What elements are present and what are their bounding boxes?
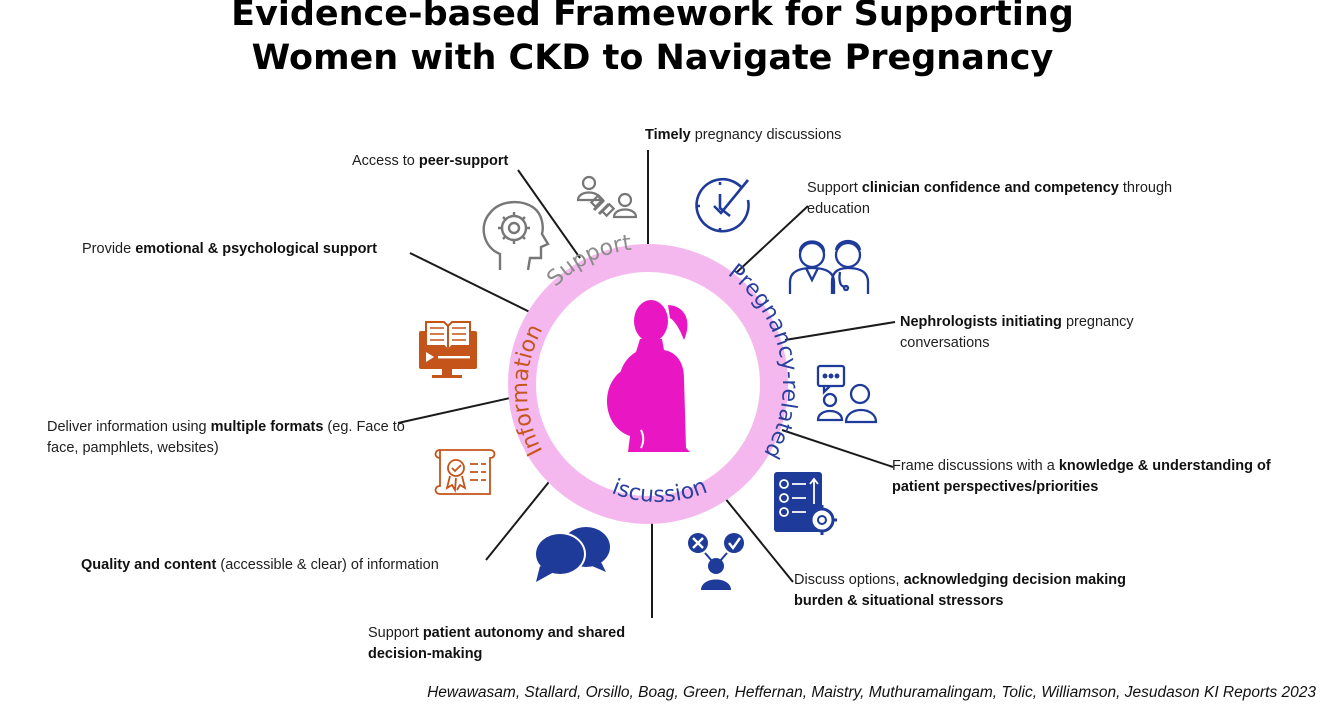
label-autonomy: Support patient autonomy and shared deci… bbox=[368, 625, 626, 662]
doctors-icon bbox=[788, 239, 870, 294]
peer-support-people-icon bbox=[576, 175, 638, 219]
title: Evidence-based Framework for Supporting … bbox=[0, 0, 1305, 80]
pregnant-woman-icon bbox=[606, 300, 690, 452]
citation: Hewawasam, Stallard, Orsillo, Boag, Gree… bbox=[427, 684, 1316, 701]
label-formats: Deliver information using multiple forma… bbox=[47, 419, 405, 456]
book-screen-icon bbox=[419, 321, 477, 378]
label-options: Discuss options, acknowledging decision … bbox=[794, 572, 1126, 609]
label-clinician: Support clinician confidence and compete… bbox=[807, 180, 1173, 217]
clock-check-icon bbox=[695, 177, 750, 233]
label-peer-support: Access to peer-support bbox=[352, 153, 509, 169]
line-nephro bbox=[784, 321, 896, 341]
speech-bubbles-icon bbox=[534, 527, 610, 582]
framework-ring bbox=[508, 244, 788, 524]
line-emotional bbox=[409, 252, 551, 323]
chat-people-icon bbox=[816, 364, 878, 424]
certificate-icon bbox=[434, 449, 496, 495]
label-nephrologists: Nephrologists initiating pregnancy conve… bbox=[900, 314, 1134, 351]
line-clinician bbox=[735, 205, 809, 274]
silhouette-detail bbox=[640, 429, 645, 449]
label-timely: Timely pregnancy discussions bbox=[645, 127, 842, 143]
label-frame: Frame discussions with a knowledge & und… bbox=[892, 458, 1271, 495]
line-options bbox=[719, 491, 794, 583]
title-line-1: Evidence-based Framework for Supporting bbox=[231, 0, 1074, 34]
head-gears-icon bbox=[482, 200, 550, 271]
line-frame bbox=[781, 429, 894, 468]
line-peer bbox=[517, 169, 581, 259]
line-formats bbox=[397, 397, 511, 424]
label-emotional: Provide emotional & psychological suppor… bbox=[82, 241, 377, 257]
title-line-2: Women with CKD to Navigate Pregnancy bbox=[251, 38, 1054, 78]
decision-person-icon bbox=[688, 533, 744, 590]
label-quality: Quality and content (accessible & clear)… bbox=[81, 557, 439, 573]
checklist-gear-icon bbox=[774, 472, 837, 535]
